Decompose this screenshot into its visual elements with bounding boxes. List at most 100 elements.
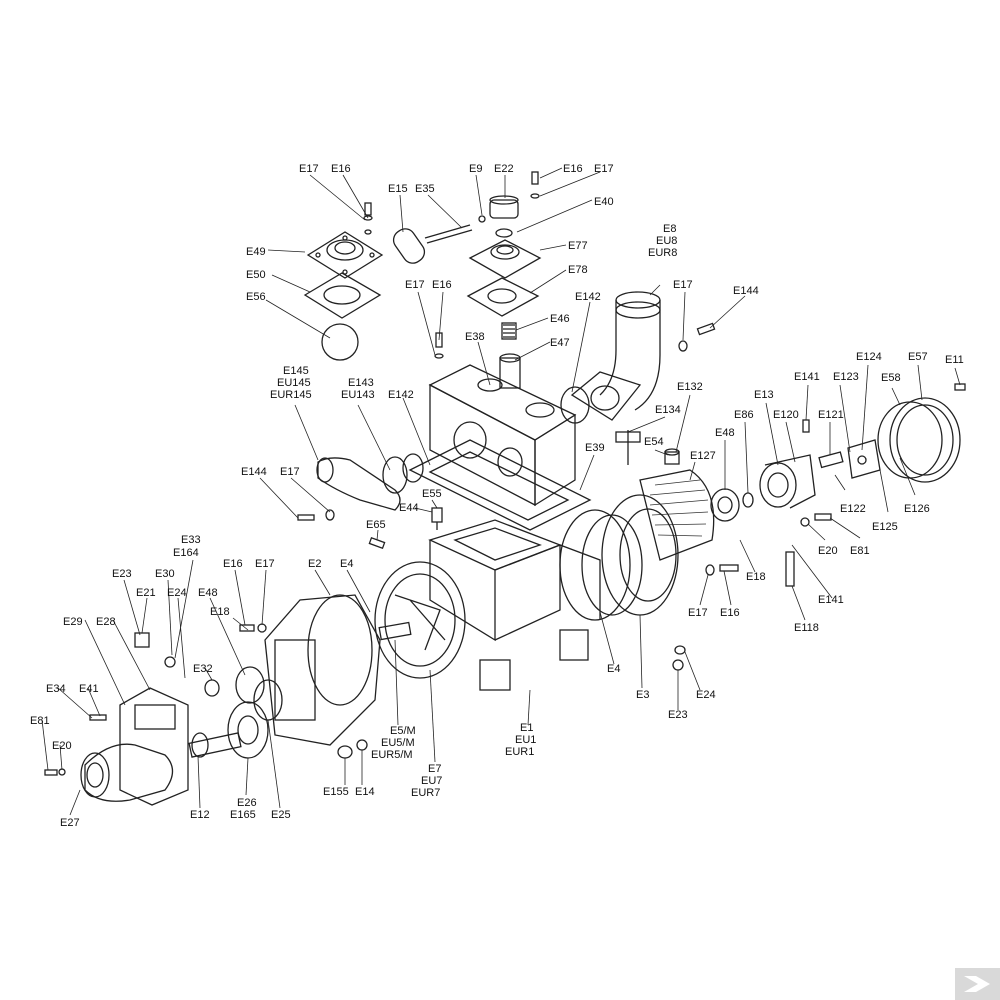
label-e23: E23 bbox=[668, 709, 688, 721]
plug-e23-e24 bbox=[672, 645, 686, 671]
plate-e124 bbox=[847, 439, 881, 479]
label-e24: E24 bbox=[696, 689, 716, 701]
screw-e16-right bbox=[705, 564, 739, 576]
label-e78: E78 bbox=[568, 264, 588, 276]
bell-e27 bbox=[80, 743, 174, 802]
label-e8: E8 bbox=[663, 223, 676, 235]
label-e132: E132 bbox=[677, 381, 703, 393]
label-e20: E20 bbox=[818, 545, 838, 557]
label-e32: E32 bbox=[193, 663, 213, 675]
ball-e56 bbox=[321, 323, 359, 361]
label-e29: E29 bbox=[63, 616, 83, 628]
label-e17: E17 bbox=[673, 279, 693, 291]
valve-cap-e22 bbox=[478, 195, 519, 238]
label-e7: E7 bbox=[428, 763, 441, 775]
label-e28: E28 bbox=[96, 616, 116, 628]
screw-e16-right-top bbox=[530, 171, 540, 199]
label-e2: E2 bbox=[308, 558, 321, 570]
end-flange-e3 bbox=[601, 494, 679, 616]
inlet-elbow-e8 bbox=[560, 291, 661, 424]
label-eu8: EU8 bbox=[656, 235, 677, 247]
label-eu145: EU145 bbox=[277, 377, 311, 389]
label-e122: E122 bbox=[840, 503, 866, 515]
bearing-cap-e13 bbox=[759, 454, 816, 509]
label-e4: E4 bbox=[340, 558, 353, 570]
label-eu1: EU1 bbox=[515, 734, 536, 746]
label-e15: E15 bbox=[388, 183, 408, 195]
label-e41: E41 bbox=[79, 683, 99, 695]
o-ring-e58 bbox=[877, 401, 943, 479]
label-e22: E22 bbox=[494, 163, 514, 175]
label-eu143: EU143 bbox=[341, 389, 375, 401]
label-e44: E44 bbox=[399, 502, 419, 514]
label-e5m: E5/M bbox=[390, 725, 416, 737]
label-e126: E126 bbox=[904, 503, 930, 515]
label-e65: E65 bbox=[366, 519, 386, 531]
label-e144: E144 bbox=[733, 285, 759, 297]
label-e144: E144 bbox=[241, 466, 267, 478]
label-e26: E26 bbox=[237, 797, 257, 809]
label-e18: E18 bbox=[210, 606, 230, 618]
rotor-housing-e127 bbox=[639, 469, 715, 561]
label-e56: E56 bbox=[246, 291, 266, 303]
label-e1: E1 bbox=[520, 722, 533, 734]
label-e46: E46 bbox=[550, 313, 570, 325]
label-e17: E17 bbox=[688, 607, 708, 619]
label-e120: E120 bbox=[773, 409, 799, 421]
label-e142: E142 bbox=[575, 291, 601, 303]
label-e47: E47 bbox=[550, 337, 570, 349]
label-eur7: EUR7 bbox=[411, 787, 440, 799]
nozzle-e141 bbox=[802, 419, 810, 433]
bearing-e48 bbox=[710, 488, 740, 522]
label-eur145: EUR145 bbox=[270, 389, 312, 401]
washer-e86 bbox=[742, 492, 754, 508]
pin-e65 bbox=[368, 536, 386, 550]
top-left-cover-e49 bbox=[306, 231, 384, 279]
label-e16: E16 bbox=[223, 558, 243, 570]
label-e35: E35 bbox=[415, 183, 435, 195]
end-cover-e57 bbox=[889, 397, 961, 483]
label-e165: E165 bbox=[230, 809, 256, 821]
plug-e155-e14 bbox=[337, 739, 368, 759]
label-e13: E13 bbox=[754, 389, 774, 401]
label-e48: E48 bbox=[715, 427, 735, 439]
label-e142: E142 bbox=[388, 389, 414, 401]
label-eur5m: EUR5/M bbox=[371, 749, 413, 761]
label-e155: E155 bbox=[323, 786, 349, 798]
discharge-elbow-e145 bbox=[316, 453, 424, 511]
label-e40: E40 bbox=[594, 196, 614, 208]
label-e49: E49 bbox=[246, 246, 266, 258]
cover-e29 bbox=[119, 687, 189, 806]
label-e17: E17 bbox=[594, 163, 614, 175]
label-e58: E58 bbox=[881, 372, 901, 384]
label-eur8: EUR8 bbox=[648, 247, 677, 259]
label-e118: E118 bbox=[794, 622, 819, 634]
screw-e16-top bbox=[363, 202, 373, 235]
label-e20: E20 bbox=[52, 740, 72, 752]
label-e17: E17 bbox=[280, 466, 300, 478]
label-e145: E145 bbox=[283, 365, 309, 377]
label-e48: E48 bbox=[198, 587, 218, 599]
label-e16: E16 bbox=[432, 279, 452, 291]
shaft-e12 bbox=[188, 732, 242, 758]
label-e127: E127 bbox=[690, 450, 716, 462]
label-e17: E17 bbox=[299, 163, 319, 175]
label-e125: E125 bbox=[872, 521, 898, 533]
label-e14: E14 bbox=[355, 786, 375, 798]
label-e123: E123 bbox=[833, 371, 859, 383]
spring-e46 bbox=[501, 322, 517, 340]
gasket-e50 bbox=[303, 272, 382, 319]
label-e16: E16 bbox=[331, 163, 351, 175]
label-e141: E141 bbox=[794, 371, 820, 383]
washer-e17 bbox=[678, 340, 688, 352]
label-e121: E121 bbox=[818, 409, 844, 421]
label-e124: E124 bbox=[856, 351, 882, 363]
label-e23: E23 bbox=[112, 568, 132, 580]
label-e24: E24 bbox=[167, 587, 187, 599]
gear-housing-e2 bbox=[264, 594, 381, 746]
label-e34: E34 bbox=[46, 683, 66, 695]
label-e18: E18 bbox=[746, 571, 766, 583]
label-e164: E164 bbox=[173, 547, 199, 559]
label-e17: E17 bbox=[255, 558, 275, 570]
